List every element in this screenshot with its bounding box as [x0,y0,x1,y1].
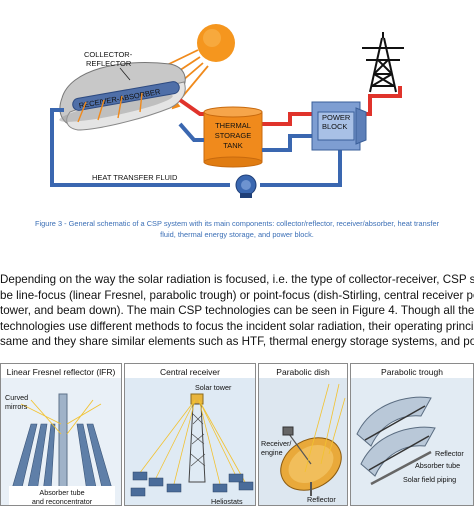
dish-reflector-label: Reflector [307,495,336,504]
transmission-tower-icon [362,32,404,93]
caption-line-1: Figure 3 - General schematic of a CSP sy… [34,219,440,228]
panel-parabolic-trough: Parabolic trough Reflector Absorber tube… [350,363,474,506]
panel-title-dish: Parabolic dish [276,367,330,377]
fresnel-curved-label-2: mirrors [5,402,28,411]
heat-transfer-fluid-label: HEAT TRANSFER FLUID [92,173,178,182]
solar-tower-icon [188,393,206,483]
trough-absorber-label: Absorber tube [415,461,460,470]
collector-label-line1: COLLECTOR- [84,50,133,59]
central-solar-tower-label: Solar tower [195,383,232,392]
caption-line-2: fluid, thermal energy storage, and power… [160,230,314,239]
parabolic-trough-icon [356,396,436,486]
panel-linear-fresnel: Linear Fresnel reflector (lFR) Curved m [0,363,122,506]
power-block: POWER BLOCK [311,101,367,151]
dish-receiver-label-2: engine [261,448,283,457]
collector-label-line2: REFLECTOR [86,59,132,68]
csp-technologies-figure: Linear Fresnel reflector (lFR) Curved m [0,363,474,506]
csp-schematic-diagram: RECEIVER-ABSORBER COLLECTOR- REFLECTOR T… [50,24,404,198]
thermal-storage-tank: THERMAL STORAGE TANK [203,106,263,168]
pump-icon [235,174,257,198]
paragraph-line-3: tower, and beam down). The main CSP tech… [0,304,474,318]
central-heliostats-label: Heliostats [211,497,243,506]
trough-piping-label: Solar field piping [403,475,456,484]
power-block-label-line2: BLOCK [322,122,347,131]
tank-label-line3: TANK [223,141,242,150]
paragraph-line-2: be line-focus (linear Fresnel, parabolic… [0,288,474,302]
cold-fluid-pipe [50,108,342,187]
reflected-rays [77,92,143,123]
paragraph-line-5: same and they share similar elements suc… [0,335,474,349]
dish-receiver-label-1: Receiver/ [261,439,291,448]
parabolic-dish-icon [280,426,342,496]
panel-parabolic-dish: Parabolic dish Receiver/ engine Reflecto… [258,363,348,506]
paragraph-line-4: technologies use different methods to fo… [0,319,474,333]
paragraph-line-1: Depending on the way the solar radiation… [0,273,474,286]
trough-reflector-label: Reflector [435,449,464,458]
tank-label-line2: STORAGE [215,131,252,140]
panel-title-fresnel: Linear Fresnel reflector (lFR) [6,367,116,377]
panel-title-trough: Parabolic trough [381,367,443,377]
panel-title-central: Central receiver [160,367,220,377]
fresnel-absorber-label-2: and reconcentrator [32,497,93,506]
body-paragraph: Depending on the way the solar radiation… [0,272,474,350]
panel-central-receiver: Central receiver [124,363,256,506]
fresnel-absorber-label-1: Absorber tube [39,488,84,497]
power-block-label-line1: POWER [322,113,351,122]
tank-label-line1: THERMAL [215,121,251,130]
figure-caption: Figure 3 - General schematic of a CSP sy… [0,218,474,240]
fresnel-curved-label-1: Curved [5,393,28,402]
